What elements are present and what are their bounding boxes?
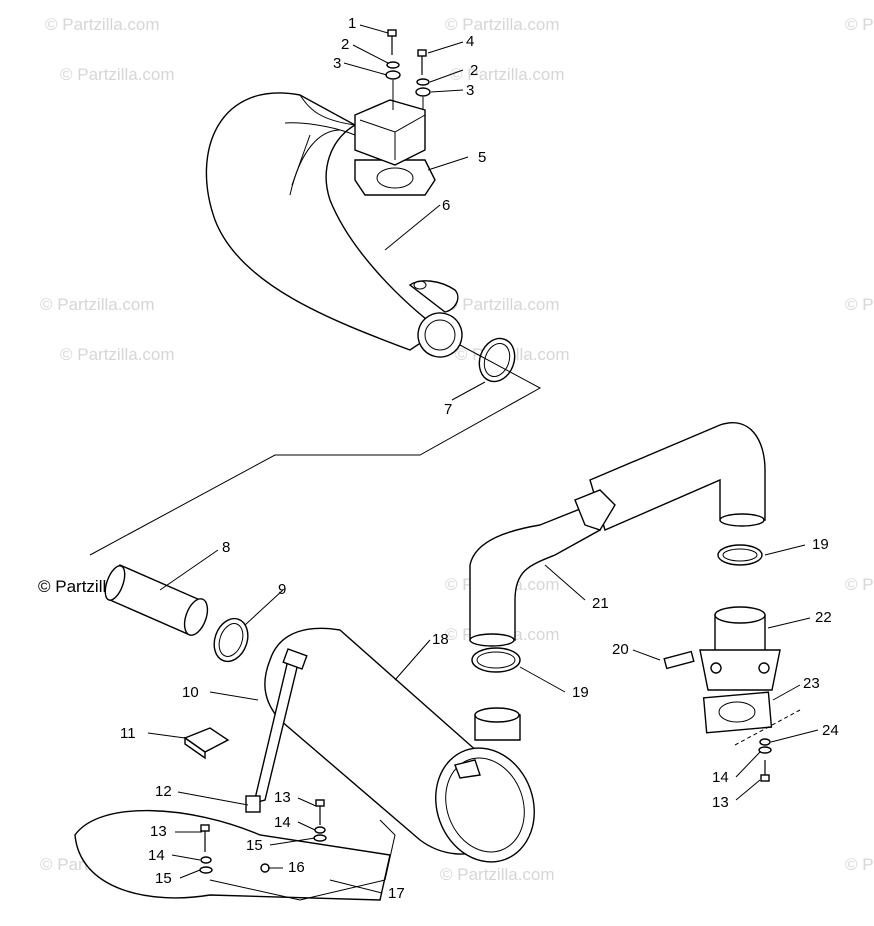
pad-11 bbox=[183, 727, 230, 760]
leader-lines bbox=[147, 24, 819, 894]
muffler-18 bbox=[264, 627, 535, 863]
clamp-9 bbox=[213, 617, 249, 663]
callout-6: 6 bbox=[442, 197, 450, 214]
watermark: © Partzilla.com bbox=[60, 65, 175, 84]
callout-24: 24 bbox=[822, 722, 839, 739]
coupler-8 bbox=[104, 564, 209, 636]
watermark: © Partzilla.com bbox=[40, 295, 155, 314]
callout-4: 4 bbox=[466, 33, 474, 50]
watermark: © Partzilla.com bbox=[845, 575, 874, 594]
bracket-17 bbox=[74, 809, 396, 901]
pipe-21 bbox=[469, 422, 766, 647]
callout-13: 13 bbox=[150, 823, 167, 840]
watermark: © Partzilla.com bbox=[445, 295, 560, 314]
callout-13: 13 bbox=[274, 789, 291, 806]
callout-13: 13 bbox=[712, 794, 729, 811]
callout-23: 23 bbox=[803, 675, 820, 692]
callout-7: 7 bbox=[444, 401, 452, 418]
callout-14: 14 bbox=[712, 769, 729, 786]
strap-10 bbox=[245, 648, 308, 813]
clamp-19-lower bbox=[471, 647, 521, 673]
callout-1: 1 bbox=[348, 15, 356, 32]
hardware-top bbox=[385, 29, 431, 110]
callout-22: 22 bbox=[815, 609, 832, 626]
callout-16: 16 bbox=[288, 859, 305, 876]
callout-14: 14 bbox=[148, 847, 165, 864]
callout-2: 2 bbox=[470, 62, 478, 79]
watermark: © Partzilla.com bbox=[845, 295, 874, 314]
watermark: © Partzilla.com bbox=[845, 15, 874, 34]
gasket-23 bbox=[702, 691, 801, 746]
clamp-7 bbox=[478, 337, 516, 383]
watermark: © Partzilla.com bbox=[445, 15, 560, 34]
callout-3: 3 bbox=[333, 55, 341, 72]
callout-3: 3 bbox=[466, 82, 474, 99]
watermark: © Partzilla.com bbox=[60, 345, 175, 364]
connection-line bbox=[89, 344, 542, 556]
callout-8: 8 bbox=[222, 539, 230, 556]
callout-9: 9 bbox=[278, 581, 286, 598]
callout-17: 17 bbox=[388, 885, 405, 902]
flange-5 bbox=[354, 99, 436, 196]
watermark: © Partzilla.com bbox=[450, 65, 565, 84]
callout-14: 14 bbox=[274, 814, 291, 831]
watermark: © Partzilla.com bbox=[45, 15, 160, 34]
callout-11: 11 bbox=[120, 725, 136, 742]
callout-labels: 1 2 3 4 2 3 5 6 7 8 9 18 19 21 22 20 23 … bbox=[120, 15, 839, 902]
callout-15: 15 bbox=[246, 837, 263, 854]
callout-12: 12 bbox=[155, 783, 172, 800]
callout-2: 2 bbox=[341, 36, 349, 53]
hardware-right bbox=[758, 738, 772, 782]
callout-20: 20 bbox=[612, 641, 629, 658]
callout-21: 21 bbox=[592, 595, 609, 612]
watermark: © Partzilla.com bbox=[440, 865, 555, 884]
callout-19: 19 bbox=[812, 536, 829, 553]
callout-19: 19 bbox=[572, 684, 589, 701]
callout-18: 18 bbox=[432, 631, 449, 648]
outlet-22 bbox=[699, 606, 781, 691]
watermark: © Partzilla.com bbox=[845, 855, 874, 874]
callout-10: 10 bbox=[182, 684, 199, 701]
callout-15: 15 bbox=[155, 870, 172, 887]
fitting-20 bbox=[663, 650, 695, 670]
callout-5: 5 bbox=[478, 149, 486, 166]
exhaust-pipe-6 bbox=[205, 92, 463, 358]
clamp-19-upper bbox=[717, 544, 763, 566]
